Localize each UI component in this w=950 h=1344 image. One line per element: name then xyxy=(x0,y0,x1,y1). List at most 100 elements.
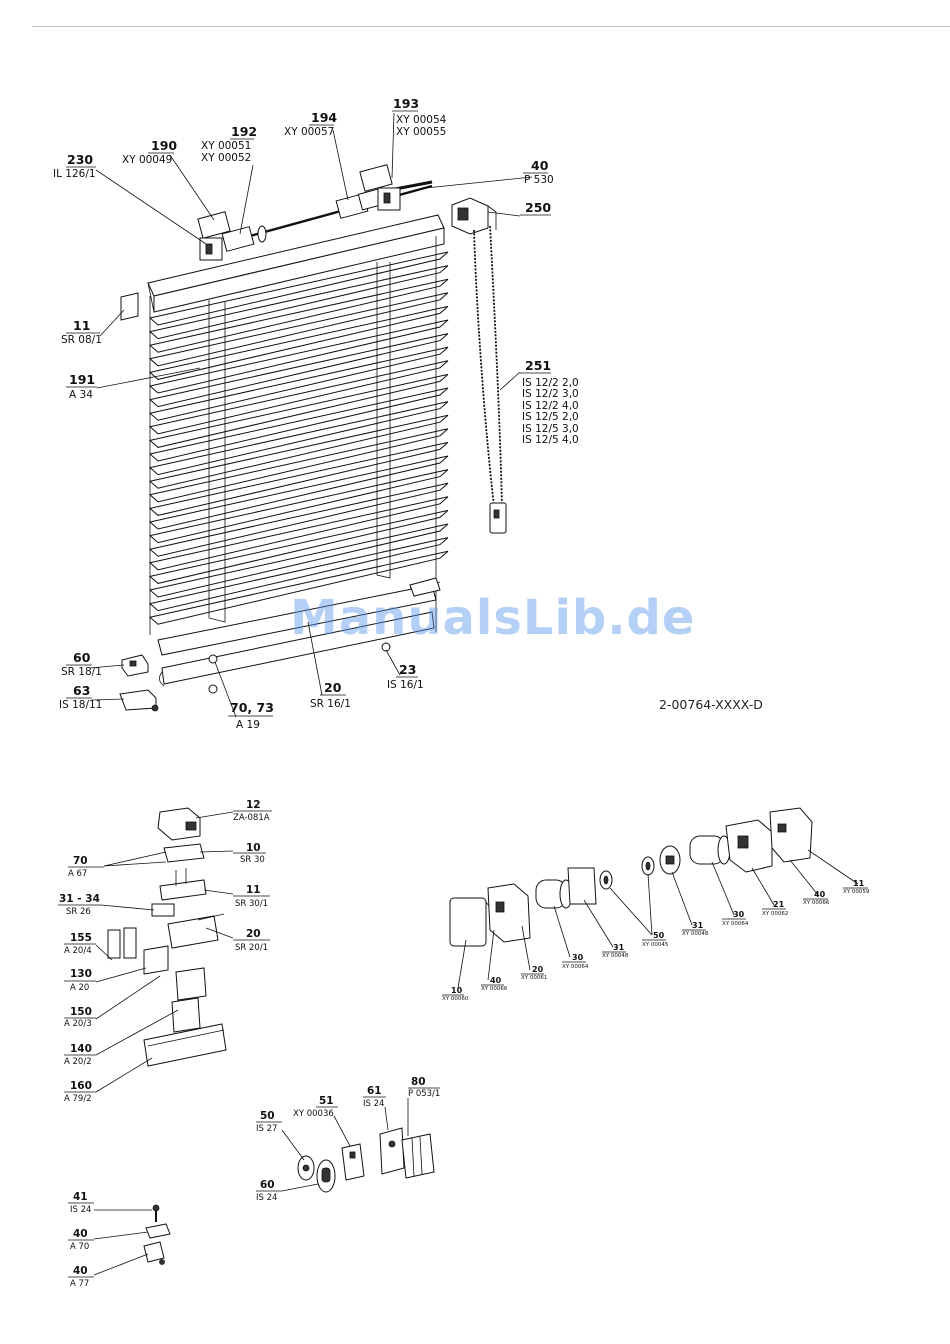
bracket-10 xyxy=(163,843,205,863)
venetian-blind-assembly xyxy=(119,164,507,712)
angle-130 xyxy=(143,945,169,975)
slat xyxy=(148,346,449,421)
blabel-160-code: A 79/2 xyxy=(64,1094,92,1104)
blabel-20-num: 20 xyxy=(246,928,261,940)
slat xyxy=(148,373,449,448)
screw-41 xyxy=(152,1204,160,1222)
leader-lines-clips xyxy=(281,1098,409,1192)
bracket-140 xyxy=(171,997,201,1033)
elabel-40a-code: XY 00066 xyxy=(481,986,508,992)
blabel-11-num: 11 xyxy=(246,884,261,896)
elabel-40a-num: 40 xyxy=(490,976,502,985)
label-251-num: 251 xyxy=(525,358,551,373)
clabel-60-code: IS 24 xyxy=(256,1193,277,1203)
clip-parts xyxy=(297,1127,435,1193)
label-63-num: 63 xyxy=(73,683,90,698)
housing-21 xyxy=(725,819,773,873)
label-191-code: A 34 xyxy=(69,389,93,401)
header-rule xyxy=(32,26,950,27)
elabel-30a-num: 30 xyxy=(572,953,584,962)
bracket-63 xyxy=(119,689,159,712)
leader-lines-explode xyxy=(457,849,859,989)
label-251-code-4: IS 12/5 2,0 xyxy=(522,411,579,423)
label-23-num: 23 xyxy=(399,662,416,677)
slat xyxy=(148,482,449,557)
elabel-21-num: 21 xyxy=(773,900,785,909)
blabel-70-code: A 67 xyxy=(68,869,87,879)
label-40-code: P 530 xyxy=(524,174,554,186)
bracket-155 xyxy=(107,927,137,959)
slat xyxy=(148,333,449,408)
bracket-detail-assembly xyxy=(107,807,227,1067)
bracket-plate-31-34 xyxy=(151,903,175,917)
slat xyxy=(148,414,449,489)
elabel-30b-code: XY 00064 xyxy=(722,921,749,927)
gear-30a xyxy=(535,879,573,909)
slat xyxy=(148,292,449,367)
blabel-70-num: 70 xyxy=(73,855,88,867)
label-194-code: XY 00057 xyxy=(284,126,334,138)
blabel-130-code: A 20 xyxy=(70,983,89,993)
cover-10 xyxy=(449,897,493,947)
label-190-code: XY 00049 xyxy=(122,154,172,166)
slat xyxy=(148,401,449,476)
head-rail xyxy=(147,214,445,313)
slabel-41-code: IS 24 xyxy=(70,1205,91,1215)
ladder-cords xyxy=(208,262,391,623)
cradle-193 xyxy=(359,164,401,211)
tilter-exploded-view xyxy=(449,807,813,947)
elabel-31b-num: 31 xyxy=(692,921,704,930)
slat xyxy=(148,537,449,612)
label-193-code-1: XY 00054 xyxy=(396,114,447,126)
elabel-31a-num: 31 xyxy=(613,943,625,952)
housing-40-20 xyxy=(487,883,531,943)
elabel-40b-num: 40 xyxy=(814,890,826,899)
label-192-code-2: XY 00052 xyxy=(201,152,251,164)
slabel-40-a70-num: 40 xyxy=(73,1228,88,1240)
label-193-code-2: XY 00055 xyxy=(396,126,446,138)
slat xyxy=(148,319,449,394)
leader-lines-brackets xyxy=(95,811,234,1093)
label-23-code: IS 16/1 xyxy=(387,679,424,691)
label-11-num: 11 xyxy=(73,318,90,333)
explode-labels: 10 XY 00060 40 XY 00066 20 XY 00061 30 X… xyxy=(442,879,870,1002)
clip-51 xyxy=(341,1143,365,1181)
blabel-155-code: A 20/4 xyxy=(64,946,92,956)
screw-labels: 41 IS 24 40 A 70 40 A 77 xyxy=(68,1191,94,1289)
label-20-code: SR 16/1 xyxy=(310,698,351,710)
washer-31a xyxy=(567,867,597,905)
blabel-155-num: 155 xyxy=(70,932,92,944)
clabel-80-code: P 053/1 xyxy=(408,1089,440,1099)
bracket-11 xyxy=(159,868,207,901)
label-60-num: 60 xyxy=(73,650,91,665)
bracket-60 xyxy=(121,654,149,677)
main-part-labels: 230 IL 126/1 190 XY 00049 192 XY 00051 X… xyxy=(53,96,579,731)
label-60-code: SR 18/1 xyxy=(61,666,102,678)
clip-80 xyxy=(401,1133,435,1179)
elabel-50-code: XY 00045 xyxy=(642,942,669,948)
tilter-mechanism-250 xyxy=(451,197,497,235)
slat xyxy=(148,523,449,598)
label-250-num: 250 xyxy=(525,200,551,215)
label-11-code: SR 08/1 xyxy=(61,334,102,346)
clip-labels: 50 IS 27 51 XY 00036 61 IS 24 80 P 053/1… xyxy=(256,1076,440,1203)
head-rail-profile-160 xyxy=(143,1023,227,1067)
clabel-50-code: IS 27 xyxy=(256,1124,277,1134)
fixing-70-73 xyxy=(208,654,218,664)
blabel-12-code: ZA-081A xyxy=(233,813,270,823)
elabel-11-num: 11 xyxy=(853,879,865,888)
label-230-code: IL 126/1 xyxy=(53,168,96,180)
blabel-11-code: SR 30/1 xyxy=(235,899,268,909)
bead-chain-251 xyxy=(473,225,507,534)
slat xyxy=(148,428,449,503)
clip-60 xyxy=(316,1159,336,1193)
blabel-150-num: 150 xyxy=(70,1006,92,1018)
slabel-40-a77-code: A 77 xyxy=(70,1279,89,1289)
slat xyxy=(148,278,449,353)
clabel-51-code: XY 00036 xyxy=(293,1109,334,1119)
label-192-code-1: XY 00051 xyxy=(201,140,251,152)
leader-lines-main xyxy=(89,112,533,718)
clabel-61-code: IS 24 xyxy=(363,1099,384,1109)
label-40-num: 40 xyxy=(531,158,549,173)
